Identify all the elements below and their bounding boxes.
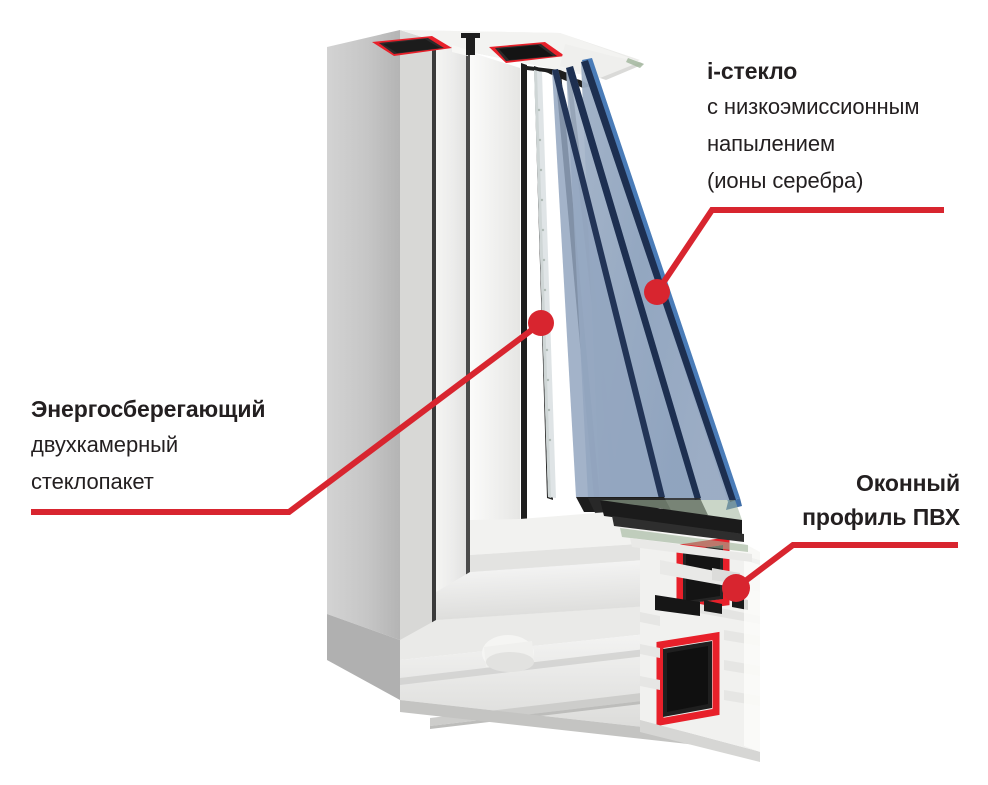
callout-glass-line-2: напылением — [707, 131, 835, 156]
callout-glass: i-стекло с низкоэмиссионным напылением (… — [707, 54, 919, 199]
outer-frame-left-face — [327, 30, 400, 700]
sash-handle-stub — [482, 635, 534, 672]
callout-glass-line-3: (ионы серебра) — [707, 168, 864, 193]
callout-glass-unit: Энергосберегающий двухкамерный стеклопак… — [31, 392, 266, 500]
steel-reinforcement-top-2 — [489, 42, 565, 63]
frame-top-cross-section — [327, 30, 644, 80]
callout-glass-unit-line-2: стеклопакет — [31, 469, 154, 494]
callout-pvc-profile: Оконный профиль ПВХ — [802, 466, 960, 534]
callout-glass-unit-line-1: двухкамерный — [31, 432, 179, 457]
callout-pvc-profile-line-1: профиль ПВХ — [802, 504, 960, 530]
callout-pvc-profile-title: Оконный — [855, 470, 960, 496]
callout-glass-title: i-стекло — [707, 58, 798, 84]
glass-pane-inner — [552, 69, 665, 499]
steel-reinforcement-top-1 — [372, 36, 452, 56]
callout-glass-line-1: с низкоэмиссионным — [707, 94, 920, 119]
callout-glass-unit-title: Энергосберегающий — [31, 396, 266, 422]
steel-reinforcement-low — [656, 631, 720, 727]
glazing-bead — [600, 500, 752, 562]
